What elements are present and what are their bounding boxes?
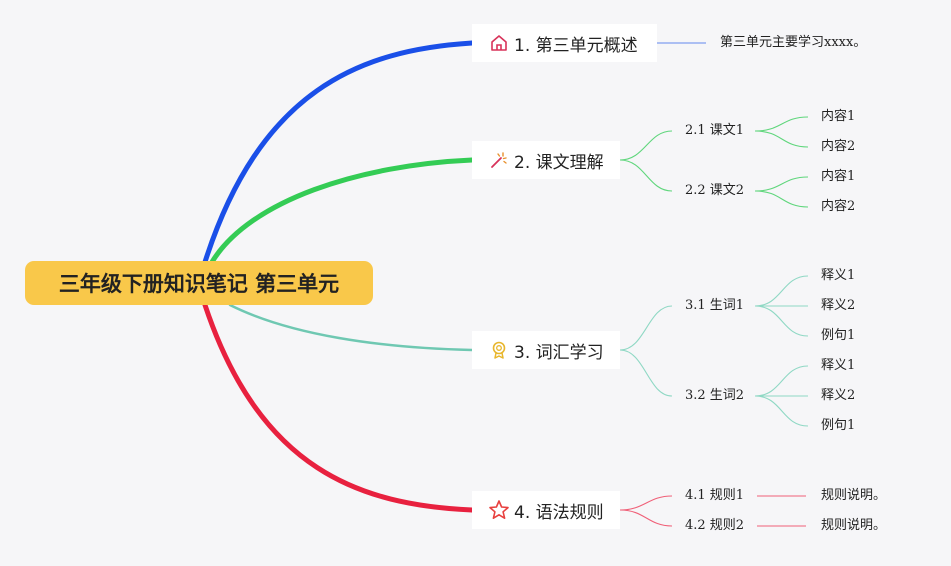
item-3-2-2[interactable]: 释义2 [821,388,856,403]
sub-topic-3-2[interactable]: 3.2 生词2 [685,388,745,403]
item-3-2-3-connector [754,395,809,427]
sub-topic-2-1[interactable]: 2.1 课文1 [685,123,745,138]
star-icon [488,499,510,521]
item-3-2-3[interactable]: 例句1 [821,418,856,433]
item-2-1-1-connector [754,116,809,132]
branch-3-connector [228,303,474,352]
item-3-2-1[interactable]: 释义1 [821,358,856,373]
sub-topic-3-1[interactable]: 3.1 生词1 [685,298,745,313]
branch-2-connector [209,157,475,265]
award-ribbon-icon [488,339,510,361]
branch-topic-4-label: 4. 语法规则 [514,502,604,523]
branch-4-connector [202,302,475,513]
item-3-1-1[interactable]: 释义1 [821,268,856,283]
root-topic-label: 三年级下册知识笔记 第三单元 [58,272,340,296]
item-4-1-1[interactable]: 规则说明。 [821,488,887,503]
item-3-2-1-connector [754,365,809,397]
sub-topic-2-2[interactable]: 2.2 课文2 [685,183,745,198]
branch-topic-3-label: 3. 词汇学习 [514,342,604,363]
sub-topic-4-1[interactable]: 4.1 规则1 [685,488,745,503]
branch-1-connector [202,40,475,265]
branch-1-note[interactable]: 第三单元主要学习xxxx。 [720,35,867,50]
branch-topic-2-label: 2. 课文理解 [514,152,604,173]
home-icon [488,32,510,54]
branch-topic-3[interactable]: 3. 词汇学习 [472,331,620,369]
sub-2-2-connector [619,159,673,192]
branch-topic-4[interactable]: 4. 语法规则 [472,491,620,529]
magic-wand-icon [488,149,510,171]
branch-topic-1-label: 1. 第三单元概述 [514,35,638,56]
item-2-1-2[interactable]: 内容2 [821,139,856,154]
sub-3-1-connector [619,305,673,351]
item-2-2-2[interactable]: 内容2 [821,199,856,214]
sub-topic-4-2[interactable]: 4.2 规则2 [685,518,745,533]
sub-4-1-connector [619,495,673,511]
branch-topic-2[interactable]: 2. 课文理解 [472,141,620,179]
item-3-1-3[interactable]: 例句1 [821,328,856,343]
item-2-1-1[interactable]: 内容1 [821,109,856,124]
branch-topic-1[interactable]: 1. 第三单元概述 [472,24,657,62]
item-4-2-1[interactable]: 规则说明。 [821,518,887,533]
item-3-1-2[interactable]: 释义2 [821,298,856,313]
item-3-1-3-connector [754,305,809,337]
sub-2-1-connector [619,130,673,161]
root-topic[interactable]: 三年级下册知识笔记 第三单元 [25,261,373,305]
item-2-1-2-connector [754,130,809,148]
sub-4-2-connector [619,509,673,527]
item-2-2-2-connector [754,190,809,208]
item-2-2-1[interactable]: 内容1 [821,169,856,184]
item-2-2-1-connector [754,176,809,192]
item-3-1-1-connector [754,275,809,307]
sub-3-2-connector [619,349,673,397]
